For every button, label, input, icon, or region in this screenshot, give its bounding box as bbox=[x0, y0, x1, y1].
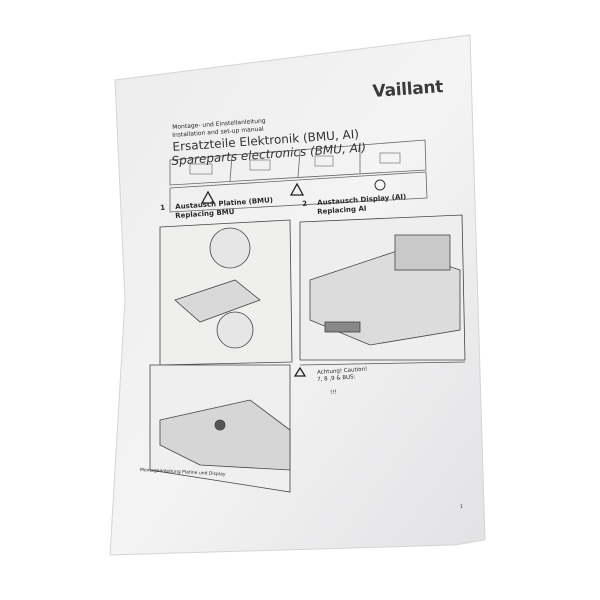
diagram-replacing-ai bbox=[299, 214, 466, 361]
warning-triangle-icon bbox=[200, 182, 307, 377]
diagram-replacing-bmu bbox=[159, 219, 293, 366]
section-2-number: 2 bbox=[302, 199, 308, 208]
section-1-number: 1 bbox=[160, 203, 166, 212]
page-number: 1 bbox=[460, 505, 463, 510]
caution-line-3: !!! bbox=[330, 389, 338, 396]
symbol-table bbox=[169, 139, 428, 213]
book-icon bbox=[189, 152, 401, 175]
diagram-assembly bbox=[149, 364, 291, 493]
electric-shock-icon bbox=[374, 179, 386, 191]
